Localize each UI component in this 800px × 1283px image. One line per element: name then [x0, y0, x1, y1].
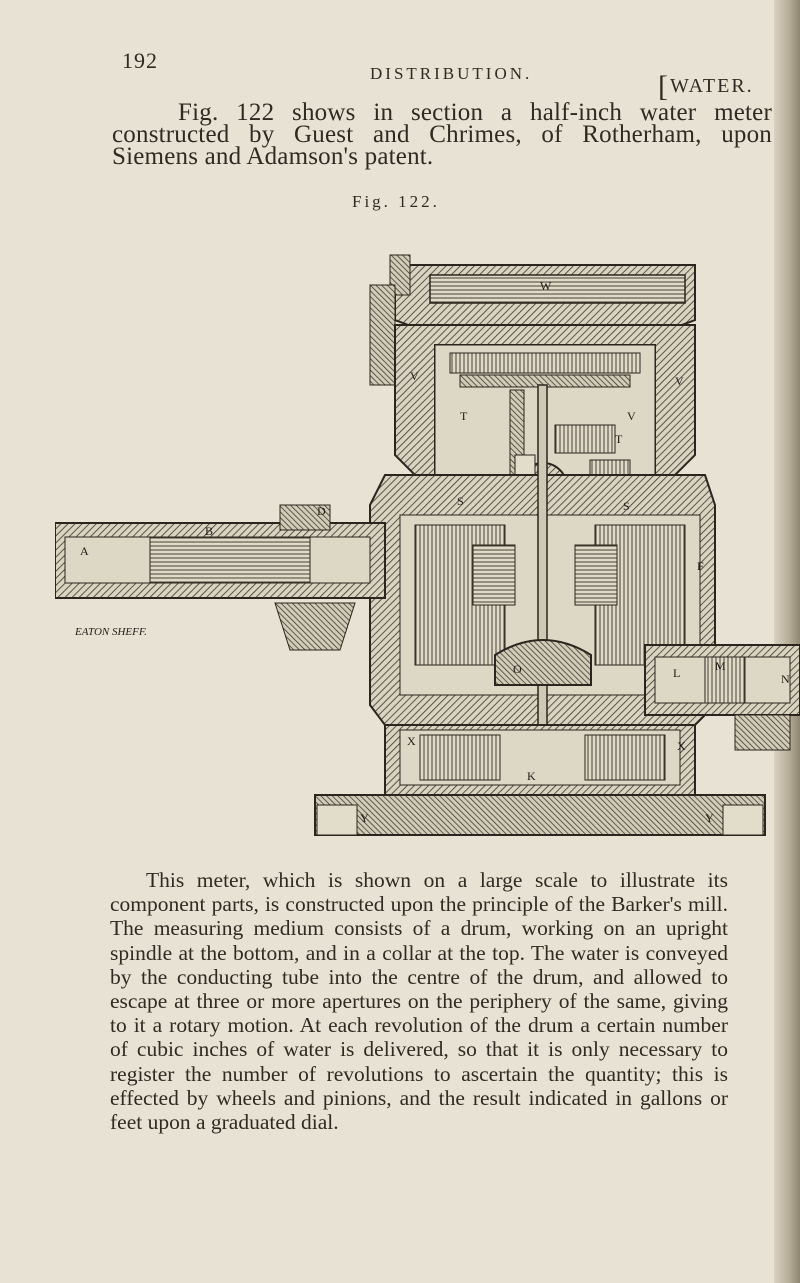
label-v1: V [410, 369, 419, 383]
label-t2: T [615, 432, 623, 446]
running-head: DISTRIBUTION. [370, 64, 533, 83]
label-o: O [513, 662, 522, 676]
label-m: M [715, 659, 726, 673]
label-n: N [781, 672, 790, 686]
label-w: W [540, 279, 552, 293]
label-s1: S [457, 494, 464, 508]
figure-caption: Fig. 122. [352, 192, 440, 211]
page-edge-shadow [774, 0, 800, 1283]
label-y1: Y [360, 811, 369, 825]
label-v2: V [675, 374, 684, 388]
page-number: 192 [122, 48, 158, 73]
label-t1: T [460, 409, 468, 423]
water-meter-section-illustration: W V V V T T B A D S S F L M N O X X K Y … [55, 225, 800, 850]
page-header: 192 DISTRIBUTION. [WATER. [0, 48, 800, 108]
label-s2: S [623, 499, 630, 513]
label-d: D [317, 504, 326, 518]
section-tag-text: WATER. [670, 75, 754, 97]
label-f: F [697, 559, 704, 573]
body-paragraph: This meter, which is shown on a large sc… [110, 868, 728, 1135]
label-y2: Y [705, 811, 714, 825]
section-tag: [WATER. [658, 70, 754, 103]
intro-paragraph: Fig. 122 shows in section a half-inch wa… [112, 99, 772, 170]
label-k: K [527, 769, 536, 783]
label-b: B [205, 524, 213, 538]
engraver-signature: EATON SHEFF. [74, 626, 147, 638]
label-l: L [673, 666, 680, 680]
label-x2: X [677, 739, 686, 753]
label-x1: X [407, 734, 416, 748]
label-v3: V [627, 409, 636, 423]
label-a: A [80, 544, 89, 558]
